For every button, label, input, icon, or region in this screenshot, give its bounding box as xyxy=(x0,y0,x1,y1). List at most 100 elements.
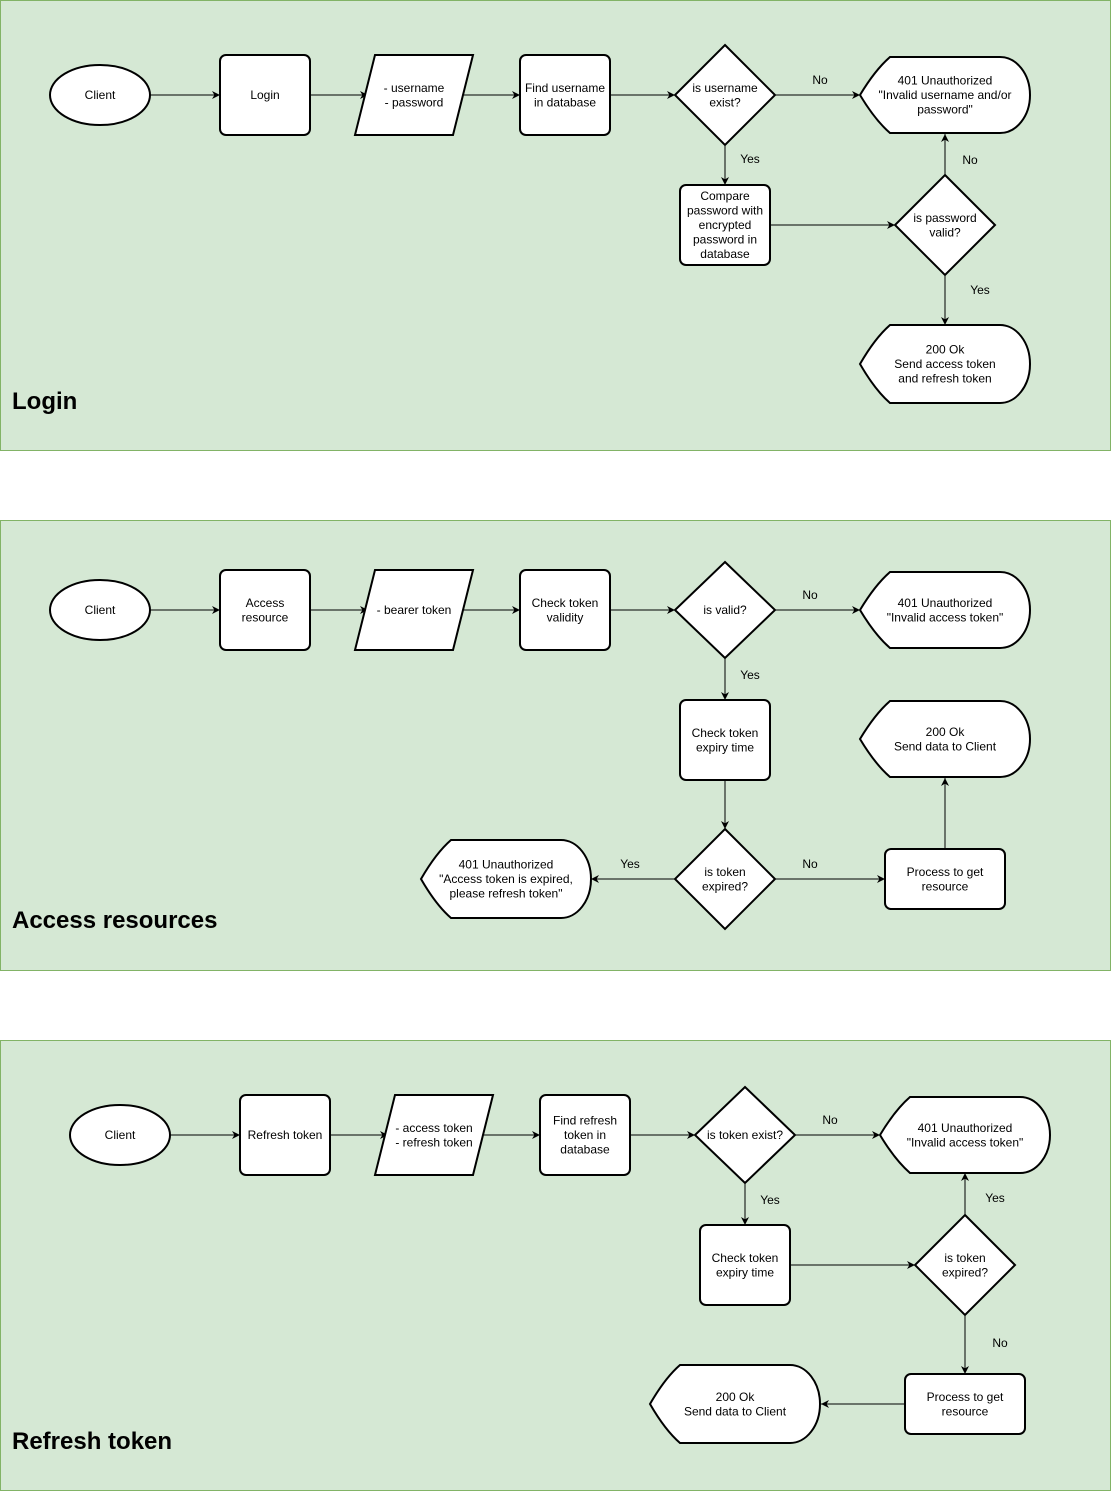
node-is-expired-decision xyxy=(913,1213,1017,1317)
node-label-line: "Invalid username and/or xyxy=(878,88,1011,102)
node-label-line: resource xyxy=(942,1404,989,1418)
node-label-line: Access xyxy=(246,596,285,610)
node-client-label: Client xyxy=(85,88,116,102)
node-username-exist-decision xyxy=(673,43,777,147)
edge-label-expired-no: No xyxy=(802,857,818,871)
edge-label-password-no: No xyxy=(962,153,978,167)
edge-label-username-yes: Yes xyxy=(740,152,760,166)
node-label-line: Check token xyxy=(532,596,599,610)
node-label-line: password" xyxy=(917,103,973,117)
edge-label-exist-no: No xyxy=(822,1113,838,1127)
node-label-line: - bearer token xyxy=(377,603,452,617)
node-label-line: is token xyxy=(944,1251,985,1265)
node-compare-password xyxy=(679,184,771,266)
node-bearer-label: - bearer token xyxy=(377,603,452,617)
node-tokens-input xyxy=(373,1094,495,1176)
node-access-resource xyxy=(219,569,311,651)
node-label-line: Find username xyxy=(525,81,605,95)
node-label-line: and refresh token xyxy=(898,372,991,386)
node-refresh-ok-display xyxy=(648,1364,821,1444)
node-password-valid-decision xyxy=(893,173,997,277)
node-refresh-token xyxy=(239,1094,331,1176)
edge-label-expired-yes: Yes xyxy=(620,857,640,871)
node-label-line: Send data to Client xyxy=(894,739,997,753)
edge-label-valid-no: No xyxy=(802,588,818,602)
node-label-line: "Invalid access token" xyxy=(887,610,1004,624)
edge-label-password-yes: Yes xyxy=(970,283,990,297)
node-token-exist-label: is token exist? xyxy=(707,1128,783,1142)
node-credentials-label: - username- password xyxy=(384,81,445,110)
node-label-line: database xyxy=(560,1143,610,1157)
node-label-line: database xyxy=(700,247,750,261)
node-label-line: - username xyxy=(384,81,445,95)
node-label-line: is username xyxy=(692,81,758,95)
node-label-line: expired? xyxy=(702,879,748,893)
node-check-expiry xyxy=(679,699,771,781)
node-label-line: Process to get xyxy=(927,1390,1004,1404)
node-label-line: - access token xyxy=(395,1121,472,1135)
edge-label-expired-yes: Yes xyxy=(985,1191,1005,1205)
node-label-line: is valid? xyxy=(703,603,747,617)
node-access-unauthorized-invalid-display xyxy=(858,571,1031,649)
node-label-line: - refresh token xyxy=(395,1135,472,1149)
node-label-line: expiry time xyxy=(716,1265,774,1279)
node-process-resource xyxy=(904,1373,1026,1435)
node-client xyxy=(69,1104,171,1166)
node-find-refresh xyxy=(539,1094,631,1176)
panel-access-title: Access resources xyxy=(12,907,217,934)
node-label-line: Check token xyxy=(712,1251,779,1265)
node-label-line: password with xyxy=(687,204,763,218)
node-label-line: is password xyxy=(913,211,976,225)
node-process-resource xyxy=(884,848,1006,910)
node-label-line: resource xyxy=(922,879,969,893)
node-label-line: Send data to Client xyxy=(684,1404,787,1418)
node-check-validity xyxy=(519,569,611,651)
node-tokens-label: - access token- refresh token xyxy=(395,1121,472,1150)
node-access-unauthorized-invalid-label: 401 Unauthorized"Invalid access token" xyxy=(887,596,1004,625)
node-label-line: resource xyxy=(242,610,289,624)
node-label-line: 200 Ok xyxy=(926,725,966,739)
panel-access-resources: Access resources No Yes Yes No Client Ac… xyxy=(0,520,1111,971)
node-label-line: Process to get xyxy=(907,865,984,879)
node-credentials-input xyxy=(353,54,475,136)
node-label-line: 200 Ok xyxy=(926,343,966,357)
node-label-line: Login xyxy=(250,88,279,102)
node-label-line: 200 Ok xyxy=(716,1390,756,1404)
node-find-username xyxy=(519,54,611,136)
node-login-unauthorized-display xyxy=(858,56,1031,134)
node-access-unauthorized-expired-display xyxy=(419,839,592,919)
node-is-valid-label: is valid? xyxy=(703,603,747,617)
node-label-line: Client xyxy=(105,1128,136,1142)
node-label-line: is token xyxy=(704,865,745,879)
node-label-line: 401 Unauthorized xyxy=(918,1121,1013,1135)
node-label-line: expired? xyxy=(942,1265,988,1279)
edge-label-expired-no: No xyxy=(992,1336,1008,1350)
node-label-line: in database xyxy=(534,95,596,109)
node-label-line: Refresh token xyxy=(248,1128,323,1142)
node-label-line: 401 Unauthorized xyxy=(459,858,554,872)
node-login-unauthorized-label: 401 Unauthorized"Invalid username and/or… xyxy=(878,74,1011,117)
node-label-line: valid? xyxy=(929,225,961,239)
node-client xyxy=(49,64,151,126)
node-check-expiry xyxy=(699,1224,791,1306)
node-client-label: Client xyxy=(105,1128,136,1142)
node-label-line: Find refresh xyxy=(553,1114,617,1128)
panel-login-title: Login xyxy=(12,388,77,415)
node-login-ok-display xyxy=(858,324,1031,404)
node-login-label: Login xyxy=(250,88,279,102)
node-client-label: Client xyxy=(85,603,116,617)
node-client xyxy=(49,579,151,641)
